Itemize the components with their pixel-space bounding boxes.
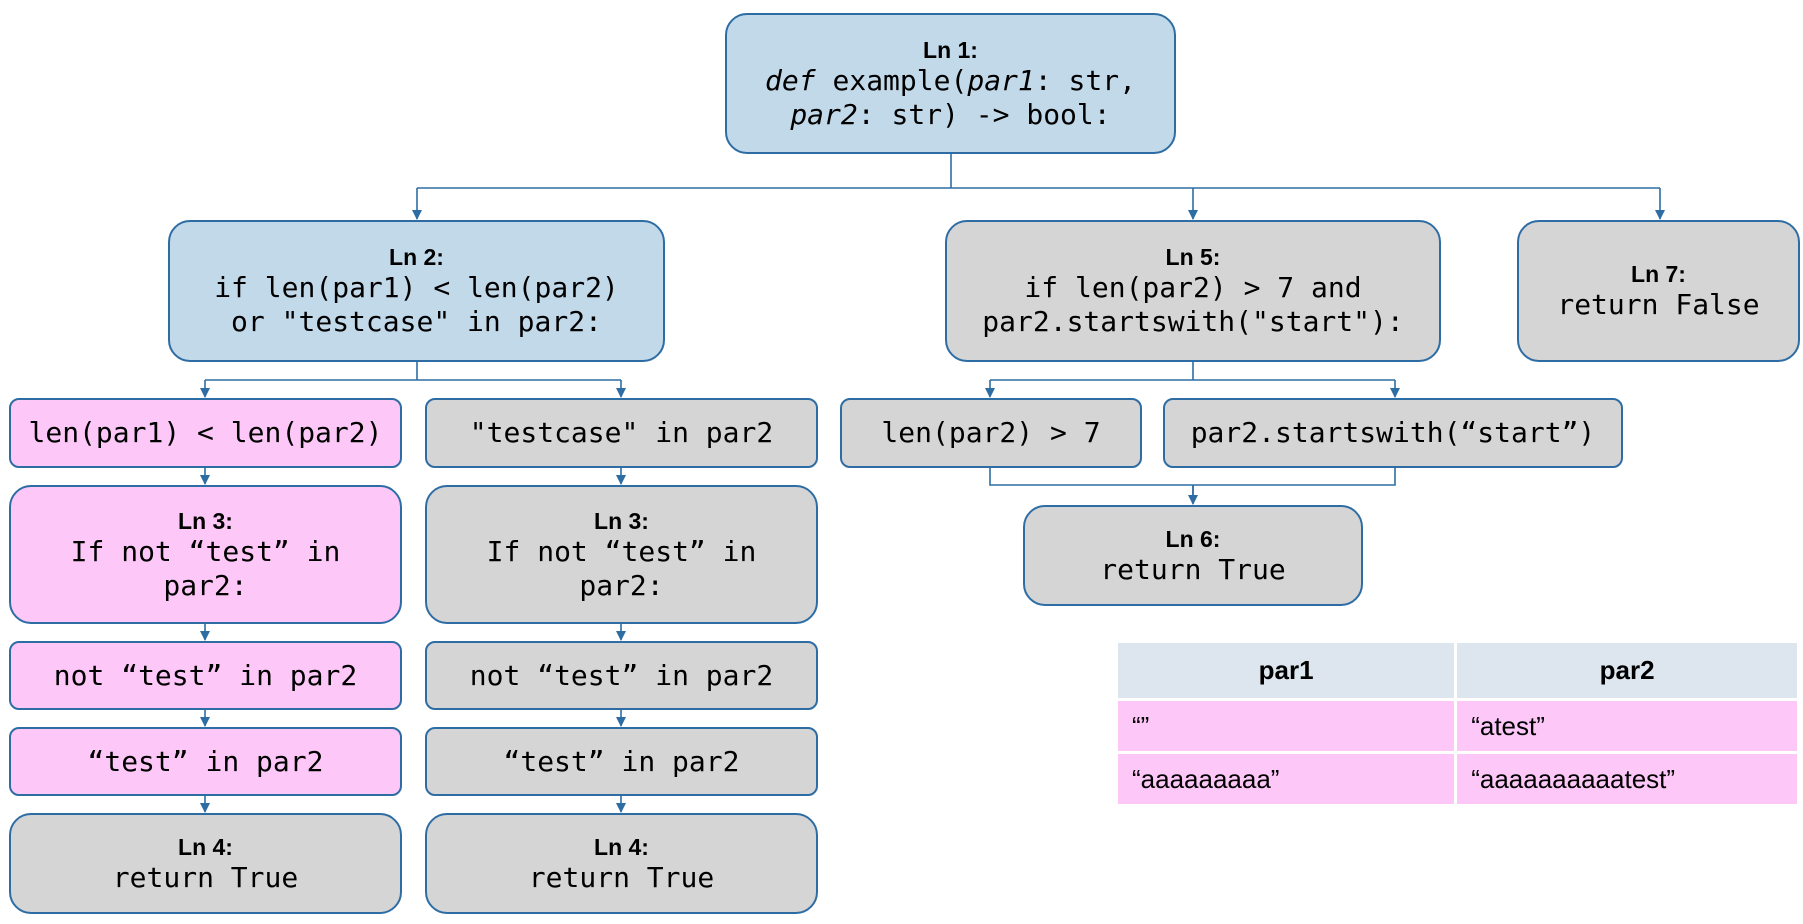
- node-ln1: Ln 1: def example(par1: str, par2: str) -…: [725, 13, 1176, 154]
- table-header-par1: par1: [1114, 640, 1458, 701]
- node-ln5-title: Ln 5:: [1165, 244, 1221, 270]
- node-ln7-code: return False: [1557, 288, 1760, 321]
- node-ln4-right-code: return True: [528, 860, 715, 894]
- node-cond-len-code: len(par1) < len(par2): [28, 416, 383, 449]
- node-test-left-code: “test” in par2: [87, 744, 324, 778]
- def-keyword: def: [765, 63, 816, 97]
- node-cond-startswith: par2.startswith(“start”): [1163, 398, 1623, 468]
- node-ln1-signature: def example(par1: str, par2: str) -> bool…: [765, 64, 1136, 132]
- table-cell: “aaaaaaaaaatest”: [1454, 751, 1800, 807]
- node-cond-len7-code: len(par2) > 7: [881, 416, 1101, 449]
- node-ln1-title: Ln 1:: [923, 36, 978, 63]
- function-name: example(: [815, 63, 968, 97]
- node-ln3-right-title: Ln 3:: [594, 507, 649, 534]
- node-ln3-left: Ln 3: If not “test” in par2:: [9, 485, 402, 624]
- node-ln2-title: Ln 2:: [389, 244, 444, 270]
- edge-ln1-branch: [417, 153, 1660, 189]
- param-par1-type: : str,: [1034, 63, 1136, 97]
- node-ln4-left-code: return True: [112, 860, 299, 894]
- node-ln4-left: Ln 4: return True: [9, 813, 402, 914]
- node-ln4-right-title: Ln 4:: [594, 833, 649, 860]
- edge-ln2-branch: [205, 361, 621, 381]
- table-header-par2: par2: [1454, 640, 1800, 701]
- node-cond-testcase-code: "testcase" in par2: [469, 416, 774, 449]
- param-par2-type: : str) -> bool:: [857, 97, 1111, 131]
- table-row: “aaaaaaaaa” “aaaaaaaaaatest”: [1114, 751, 1800, 807]
- table-cell: “atest”: [1454, 698, 1800, 754]
- node-not-test-left-code: not “test” in par2: [53, 658, 358, 692]
- table-cell: “”: [1114, 698, 1458, 754]
- node-ln6-code: return True: [1100, 552, 1286, 586]
- node-test-left: “test” in par2: [9, 727, 402, 796]
- node-ln6: Ln 6: return True: [1023, 505, 1363, 606]
- node-ln6-title: Ln 6:: [1165, 525, 1221, 552]
- node-ln7-title: Ln 7:: [1631, 261, 1686, 287]
- inputs-table: par1 par2 “” “atest” “aaaaaaaaa” “aaaaaa…: [1114, 640, 1800, 807]
- node-cond-testcase: "testcase" in par2: [425, 398, 818, 468]
- node-ln3-left-code: If not “test” in par2:: [70, 534, 341, 602]
- table-row: “” “atest”: [1114, 698, 1800, 754]
- node-ln2-code: if len(par1) < len(par2) or "testcase" i…: [214, 271, 619, 338]
- node-not-test-left: not “test” in par2: [9, 641, 402, 710]
- table-cell: “aaaaaaaaa”: [1114, 751, 1458, 807]
- param-par1: par1: [967, 63, 1035, 97]
- node-cond-len: len(par1) < len(par2): [9, 398, 402, 468]
- node-not-test-right-code: not “test” in par2: [469, 658, 774, 692]
- param-par2: par2: [790, 97, 858, 131]
- node-ln3-right: Ln 3: If not “test” in par2:: [425, 485, 818, 624]
- node-not-test-right: not “test” in par2: [425, 641, 818, 710]
- node-ln4-left-title: Ln 4:: [178, 833, 233, 860]
- node-ln5-code: if len(par2) > 7 and par2.startswith("st…: [982, 271, 1404, 338]
- node-ln5: Ln 5: if len(par2) > 7 and par2.startswi…: [945, 220, 1441, 362]
- node-cond-len7: len(par2) > 7: [840, 398, 1142, 468]
- node-ln4-right: Ln 4: return True: [425, 813, 818, 914]
- table-header-row: par1 par2: [1114, 640, 1800, 701]
- node-test-right-code: “test” in par2: [503, 744, 740, 778]
- edge-ln5-branch: [990, 361, 1395, 381]
- node-cond-startswith-code: par2.startswith(“start”): [1190, 416, 1596, 449]
- node-ln2: Ln 2: if len(par1) < len(par2) or "testc…: [168, 220, 665, 362]
- node-ln7: Ln 7: return False: [1517, 220, 1800, 362]
- node-ln3-left-title: Ln 3:: [178, 507, 233, 534]
- node-test-right: “test” in par2: [425, 727, 818, 796]
- node-ln3-right-code: If not “test” in par2:: [486, 534, 757, 602]
